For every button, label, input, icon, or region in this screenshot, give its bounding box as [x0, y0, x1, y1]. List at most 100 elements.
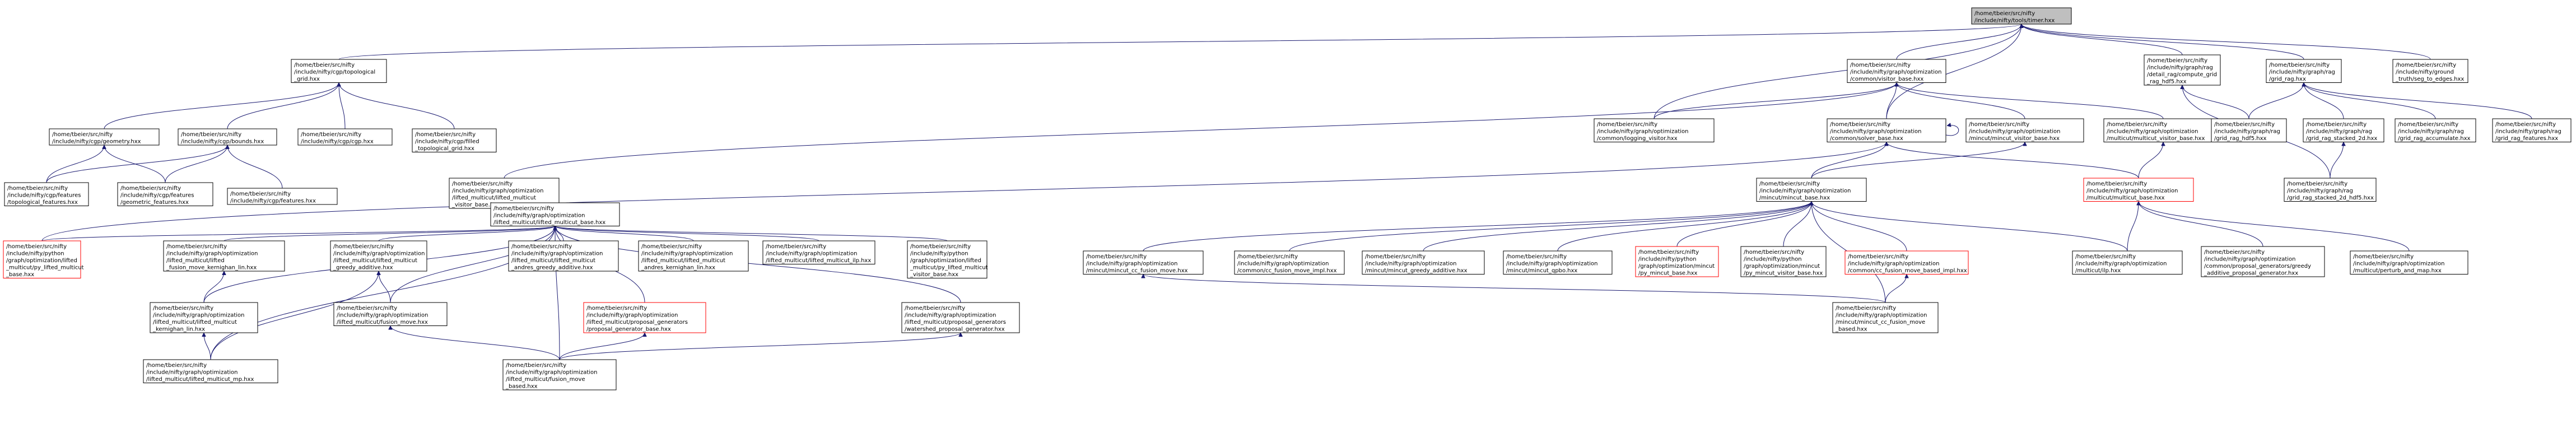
node-watershed-gen[interactable]: /home/tbeier/src/nifty/include/nifty/gra…	[901, 302, 1020, 333]
node-label-line: /include/nifty/graph/optimization	[1969, 129, 2061, 135]
node-label-line: /include/nifty/cgp/features	[7, 193, 81, 199]
node-lifted-mp[interactable]: /home/tbeier/src/nifty/include/nifty/gra…	[143, 359, 278, 383]
node-py-mincut-visitor[interactable]: /home/tbeier/src/nifty/include/nifty/pyt…	[1740, 246, 1827, 277]
node-geometry[interactable]: /home/tbeier/src/nifty/include/nifty/cgp…	[49, 128, 160, 146]
node-grid-rag-hdf5[interactable]: /home/tbeier/src/nifty/include/nifty/gra…	[2211, 118, 2287, 142]
node-lifted-greedy[interactable]: /home/tbeier/src/nifty/include/nifty/gra…	[330, 240, 427, 272]
node-label-line: /home/tbeier/src/nifty	[1597, 122, 1657, 128]
node-perturb-map[interactable]: /home/tbeier/src/nifty/include/nifty/gra…	[2350, 250, 2468, 275]
node-box	[2392, 59, 2468, 83]
node-mincut-base[interactable]: /home/tbeier/src/nifty/include/nifty/gra…	[1756, 178, 1867, 202]
node-label-line: /home/tbeier/src/nifty	[1850, 62, 1911, 68]
node-box	[508, 240, 619, 272]
edge-mincut-visitor-base-to-visitor-base	[1897, 82, 2025, 119]
node-box	[1827, 118, 1946, 142]
node-proposal-gen-base[interactable]: /home/tbeier/src/nifty/include/nifty/gra…	[583, 302, 706, 333]
node-box	[2201, 246, 2325, 277]
node-lifted-ilp[interactable]: /home/tbeier/src/nifty/include/nifty/gra…	[762, 240, 875, 264]
node-grid-rag-stacked[interactable]: /home/tbeier/src/nifty/include/nifty/gra…	[2303, 118, 2384, 142]
node-multicut-base[interactable]: /home/tbeier/src/nifty/include/nifty/gra…	[2083, 178, 2194, 202]
node-grid-rag-accumulate[interactable]: /home/tbeier/src/nifty/include/nifty/gra…	[2395, 118, 2476, 142]
node-label-line: /multicut/ilp.hxx	[2075, 268, 2121, 274]
node-topo-features[interactable]: /home/tbeier/src/nifty/include/nifty/cgp…	[4, 182, 89, 206]
node-box	[1503, 250, 1613, 275]
edge-logging-visitor-to-visitor-base	[1653, 82, 1897, 119]
node-fusion-move-based[interactable]: /home/tbeier/src/nifty/include/nifty/gra…	[502, 359, 617, 390]
node-lifted-andres-greedy[interactable]: /home/tbeier/src/nifty/include/nifty/gra…	[508, 240, 619, 272]
node-mincut-cc-fusion[interactable]: /home/tbeier/src/nifty/include/nifty/gra…	[1083, 250, 1204, 275]
node-label-line: /watershed_proposal_generator.hxx	[905, 327, 1005, 333]
node-mincut-greedy[interactable]: /home/tbeier/src/nifty/include/nifty/gra…	[1362, 250, 1485, 275]
node-geo-features[interactable]: /home/tbeier/src/nifty/include/nifty/cgp…	[117, 182, 213, 206]
node-ground-truth[interactable]: /home/tbeier/src/nifty/include/nifty/gro…	[2392, 59, 2468, 83]
node-py-lifted-base[interactable]: /home/tbeier/src/nifty/include/nifty/pyt…	[3, 240, 84, 278]
node-label-line: /include/nifty/graph/optimization	[1836, 313, 1927, 319]
node-multicut-ilp[interactable]: /home/tbeier/src/nifty/include/nifty/gra…	[2072, 250, 2183, 275]
edge-lifted-fusion-move-to-lifted-greedy	[379, 271, 391, 303]
node-lifted-base[interactable]: /home/tbeier/src/nifty/include/nifty/gra…	[490, 202, 620, 226]
node-grid-rag[interactable]: /home/tbeier/src/nifty/include/nifty/gra…	[2266, 59, 2342, 83]
node-bounds[interactable]: /home/tbeier/src/nifty/include/nifty/cgp…	[178, 128, 277, 146]
edge-py-lifted-base-to-lifted-base	[41, 226, 555, 241]
node-label-line: /graph/optimization/mincut	[1638, 263, 1715, 269]
edge-cc-fusion-based-impl-to-mincut-base	[1811, 202, 1907, 252]
node-label-line: /home/tbeier/src/nifty	[6, 244, 67, 250]
node-py-lifted-visitor[interactable]: /home/tbeier/src/nifty/include/nifty/pyt…	[907, 240, 988, 278]
edge-topo-features-to-bounds	[46, 145, 227, 183]
edge-py-lifted-base-to-solver-base	[41, 142, 1886, 241]
node-compute-grid[interactable]: /home/tbeier/src/nifty/include/nifty/gra…	[2144, 54, 2221, 86]
node-filled-topo[interactable]: /home/tbeier/src/nifty/include/nifty/cgp…	[412, 128, 497, 152]
node-lifted-multicut-kl[interactable]: /home/tbeier/src/nifty/include/nifty/gra…	[150, 302, 258, 333]
node-label-line: /mincut/mincut_cc_fusion_move	[1836, 319, 1925, 325]
node-box	[49, 128, 160, 146]
node-visitor-base[interactable]: /home/tbeier/src/nifty/include/nifty/gra…	[1847, 59, 1946, 83]
node-label-line: /mincut/mincut_qpbo.hxx	[1506, 268, 1577, 274]
node-proposal-gen-greedy[interactable]: /home/tbeier/src/nifty/include/nifty/gra…	[2201, 246, 2325, 277]
node-label-line: _multicut/py_lifted_multicut	[6, 265, 84, 271]
node-multicut-visitor-base[interactable]: /home/tbeier/src/nifty/include/nifty/gra…	[2103, 118, 2223, 142]
node-label-line: /home/tbeier/src/nifty	[493, 206, 554, 212]
node-label-line: /home/tbeier/src/nifty	[2353, 254, 2414, 260]
node-label-line: /include/nifty/graph/optimization	[2107, 129, 2198, 135]
node-label-line: /home/tbeier/src/nifty	[2147, 58, 2207, 64]
node-cgp[interactable]: /home/tbeier/src/nifty/include/nifty/cgp…	[297, 128, 393, 146]
node-py-mincut-base[interactable]: /home/tbeier/src/nifty/include/nifty/pyt…	[1635, 246, 1719, 277]
edge-logging-visitor-to-root	[1653, 24, 2021, 119]
node-box	[502, 359, 617, 390]
node-label-line: /home/tbeier/src/nifty	[2107, 122, 2167, 128]
node-logging-visitor[interactable]: /home/tbeier/src/nifty/include/nifty/gra…	[1594, 118, 1715, 142]
node-mincut-cc-fusion-based[interactable]: /home/tbeier/src/nifty/include/nifty/gra…	[1832, 302, 1939, 333]
node-lifted-kl[interactable]: /home/tbeier/src/nifty/include/nifty/gra…	[163, 240, 285, 272]
node-label-line: /include/nifty/graph/optimization	[333, 251, 425, 257]
node-label-line: /include/nifty/graph/optimization	[1237, 261, 1329, 267]
edge-lifted-andres-kl-to-lifted-base	[555, 226, 694, 241]
node-label-line: /topological_features.hxx	[7, 199, 78, 206]
node-root[interactable]: /home/tbeier/src/nifty/include/nifty/too…	[1971, 7, 2072, 25]
node-solver-base[interactable]: /home/tbeier/src/nifty/include/nifty/gra…	[1827, 118, 1946, 142]
node-lifted-fusion-move[interactable]: /home/tbeier/src/nifty/include/nifty/gra…	[333, 302, 448, 326]
node-lifted-andres-kl[interactable]: /home/tbeier/src/nifty/include/nifty/gra…	[638, 240, 749, 272]
node-label-line: /home/tbeier/src/nifty	[2086, 181, 2147, 187]
node-mincut-qpbo[interactable]: /home/tbeier/src/nifty/include/nifty/gra…	[1503, 250, 1613, 275]
node-label-line: /common/cc_fusion_move_impl.hxx	[1237, 268, 1337, 274]
node-label-line: /include/nifty/graph/optimization	[153, 313, 245, 319]
node-topo-grid[interactable]: /home/tbeier/src/nifty/include/nifty/cgp…	[291, 59, 387, 83]
node-cgp-features[interactable]: /home/tbeier/src/nifty/include/nifty/cgp…	[227, 188, 338, 205]
node-label-line: /lifted_multicut/lifted_multicut	[153, 319, 237, 325]
node-cc-fusion-impl[interactable]: /home/tbeier/src/nifty/include/nifty/gra…	[1234, 250, 1345, 275]
node-grid-rag-features[interactable]: /home/tbeier/src/nifty/include/nifty/gra…	[2492, 118, 2572, 142]
node-label-line: /include/nifty/graph/optimization	[2204, 257, 2296, 263]
node-label-line: _base.hxx	[6, 272, 34, 278]
edge-fusion-move-based-to-lifted-fusion-move	[390, 325, 560, 360]
node-box	[143, 359, 278, 383]
node-label-line: _andres_kernighan_lin.hxx	[641, 265, 715, 271]
node-box	[2303, 118, 2384, 142]
node-cc-fusion-based-impl[interactable]: /home/tbeier/src/nifty/include/nifty/gra…	[1844, 250, 1969, 275]
node-grid-rag-stacked-hdf5[interactable]: /home/tbeier/src/nifty/include/nifty/gra…	[2284, 178, 2377, 202]
node-box	[1083, 250, 1204, 275]
node-label-line: /grid_rag_features.hxx	[2495, 136, 2558, 142]
node-mincut-visitor-base[interactable]: /home/tbeier/src/nifty/include/nifty/gra…	[1965, 118, 2084, 142]
node-label-line: /include/nifty/graph/optimization	[1830, 129, 1922, 135]
node-label-line: /home/tbeier/src/nifty	[1759, 181, 1820, 187]
edge-cc-fusion-impl-to-mincut-base	[1289, 201, 1811, 252]
